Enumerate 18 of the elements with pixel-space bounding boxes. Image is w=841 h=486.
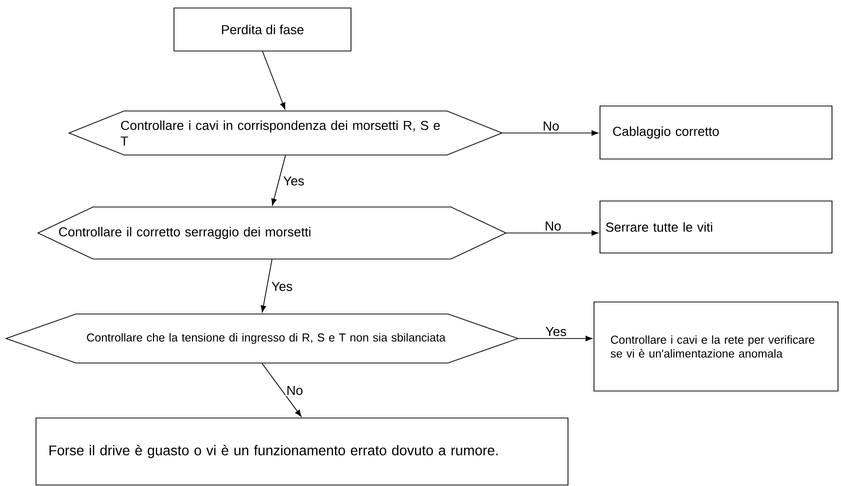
process-box: Cablaggio corretto (600, 106, 832, 160)
arrow (506, 230, 598, 236)
arrow (518, 336, 592, 342)
arrow (262, 363, 302, 417)
process-box: Forse il drive è guasto o vi è un funzionamento errato dovuto a rumore. (36, 418, 568, 486)
edge-label: Yes (282, 175, 306, 187)
edge-label: Yes (544, 326, 568, 338)
edge-label: No (542, 120, 560, 132)
arrow (262, 51, 286, 110)
edge-label: No (285, 384, 304, 396)
arrow (260, 259, 272, 312)
arrow (502, 130, 598, 136)
edge-label: Yes (270, 280, 294, 292)
edge-label: No (544, 220, 562, 232)
process-box: Perdita di fase (174, 8, 352, 52)
arrow (271, 155, 286, 206)
process-box: Controllare i cavi e la rete per verificare se vi è un'alimentazione anomala (594, 302, 838, 392)
process-box: Serrare tutte le viti (600, 200, 832, 254)
